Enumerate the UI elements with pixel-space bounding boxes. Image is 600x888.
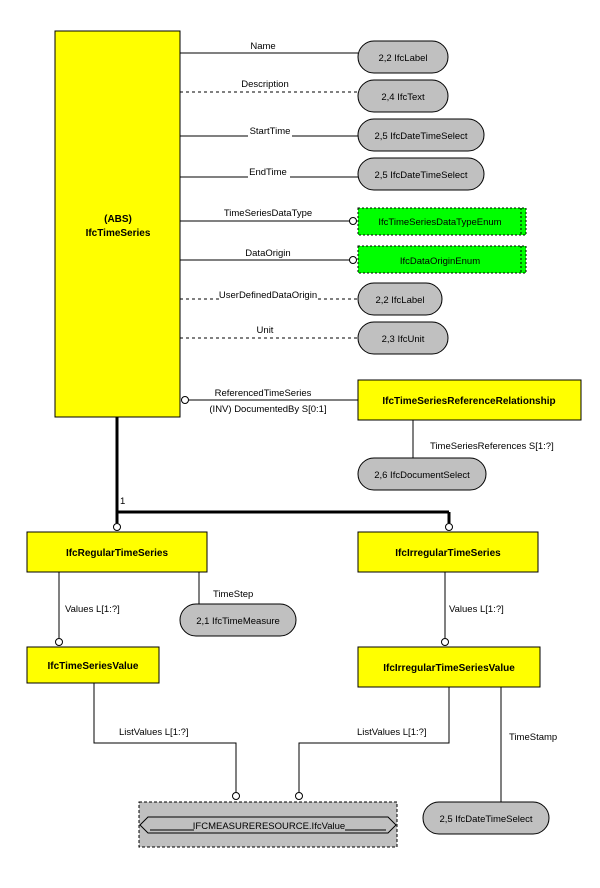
entity-irregular-time-series[interactable] [357,531,539,573]
attr-label-unit: Unit [257,325,274,336]
enum-node-timeseriesdatatype[interactable] [357,207,527,236]
page-ref-measure-value-capsule [139,816,397,834]
page-ref-measure-value[interactable] [138,801,398,848]
type-label-ifclabel: 2,2 IfcLabel [378,53,427,64]
optional-circle-regular-values [55,638,63,646]
type-label-ifctimemeasure: 2,1 IfcTimeMeasure [196,616,280,627]
entity-regular-time-series-label: IfcRegularTimeSeries [66,548,169,559]
page-ref-measure-value-label: IFCMEASURERESOURCE.IfcValue [193,821,345,832]
relation-label-irregular-values: Values L[1:?] [449,604,504,615]
type-label-ifcdocumentselect: 2,6 IfcDocumentSelect [374,470,470,481]
optional-circle-irregular-values [441,638,449,646]
subtype-circle-irregular [445,523,453,531]
type-label-ifctext: 2,4 IfcText [381,92,425,103]
attr-label-userdefineddataorigin: UserDefinedDataOrigin [219,290,317,301]
type-label-ifcdatetimeselect-start: 2,5 IfcDateTimeSelect [374,131,467,142]
optional-circle-list-values-left [232,792,240,800]
enum-label-dataorigin: IfcDataOriginEnum [400,256,480,267]
relation-line-list-values-right [298,687,450,792]
type-node-ifcunit[interactable] [357,321,449,355]
entity-ifc-time-series[interactable] [54,30,181,418]
type-node-ifctext[interactable] [357,79,449,113]
attr-label-timeseriesdatatype: TimeSeriesDataType [224,208,312,219]
optional-circle-list-values-right [295,792,303,800]
entity-regular-time-series[interactable] [26,531,208,573]
entity-time-series-value-label: IfcTimeSeriesValue [48,661,139,672]
type-label-ifcdatetimeselect-end: 2,5 IfcDateTimeSelect [374,170,467,181]
type-node-ifcdatetimeselect-end[interactable] [357,157,485,191]
entity-irregular-time-series-value[interactable] [357,646,541,688]
type-node-ifctimemeasure[interactable] [179,603,297,637]
enum-node-dataorigin[interactable] [357,245,527,274]
optional-circle-timeseriesdatatype [349,217,357,225]
relation-label-timestamp: TimeStamp [509,732,557,743]
type-label-ifcdatetimeselect-timestamp: 2,5 IfcDateTimeSelect [439,814,532,825]
type-node-ifcdatetimeselect-timestamp[interactable] [422,801,550,835]
attr-label-name: Name [250,41,275,52]
type-node-ifcdocumentselect[interactable] [357,457,487,491]
relation-label-referenced: ReferencedTimeSeries [215,388,312,399]
type-node-ifcdatetimeselect-start[interactable] [357,118,485,152]
relation-label-documented-by: (INV) DocumentedBy S[0:1] [209,404,326,415]
entity-abs-label: (ABS) [104,214,132,225]
entity-ifc-time-series-label: IfcTimeSeries [86,228,151,239]
entity-time-series-value[interactable] [26,646,160,684]
subtype-circle-regular [113,523,121,531]
attr-label-dataorigin: DataOrigin [245,248,290,259]
type-label-ifcunit: 2,3 IfcUnit [382,334,425,345]
supertype-cardinality: 1 [120,496,125,507]
optional-circle-referenced [181,396,189,404]
attr-label-endtime: EndTime [249,167,287,178]
attr-label-description: Description [241,79,289,90]
entity-reference-relationship-label: IfcTimeSeriesReferenceRelationship [382,396,555,407]
type-label-ifclabel-udo: 2,2 IfcLabel [375,295,424,306]
type-node-ifclabel-udo[interactable] [357,282,443,316]
type-node-ifclabel[interactable] [357,40,449,74]
optional-circle-dataorigin [349,256,357,264]
attr-label-starttime: StartTime [250,126,291,137]
relation-label-timestep: TimeStep [213,589,253,600]
relation-label-list-values-right: ListValues L[1:?] [357,727,427,738]
relation-label-regular-values: Values L[1:?] [65,604,120,615]
relation-label-list-values-left: ListValues L[1:?] [119,727,189,738]
enum-label-timeseriesdatatype: IfcTimeSeriesDataTypeEnum [378,217,501,228]
relation-label-time-series-references: TimeSeriesReferences S[1:?] [430,441,554,452]
relation-line-list-values-left [93,683,237,792]
entity-reference-relationship[interactable] [357,379,582,421]
entity-irregular-time-series-value-label: IfcIrregularTimeSeriesValue [383,663,515,674]
entity-irregular-time-series-label: IfcIrregularTimeSeries [395,548,501,559]
